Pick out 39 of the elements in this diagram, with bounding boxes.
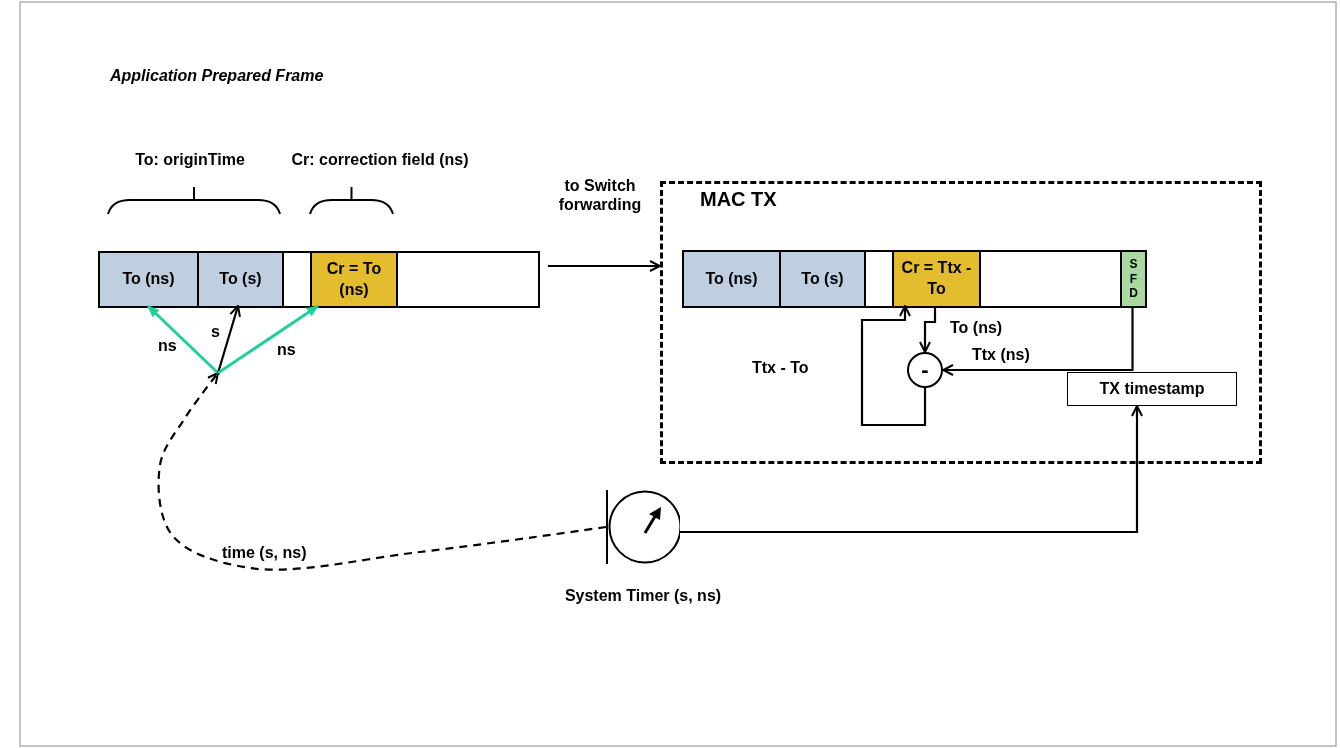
block-title: MAC TX — [700, 187, 777, 212]
frame-bar — [682, 250, 1147, 308]
field-cell — [100, 253, 197, 306]
arrow — [860, 305, 927, 427]
arrow — [680, 405, 1143, 534]
field-cell — [197, 253, 282, 306]
field-cell — [779, 252, 864, 306]
box-label: TX timestamp — [1098, 378, 1206, 399]
arrow — [548, 260, 661, 272]
arrow — [216, 305, 241, 374]
field-group-label: Cr: correction field (ns) — [291, 150, 469, 170]
field-cell — [310, 253, 396, 306]
operator-label: - — [921, 359, 929, 381]
arrow — [942, 306, 1134, 376]
field-label: To (ns) — [121, 269, 176, 290]
field-cell — [684, 252, 779, 306]
frame-bar — [98, 251, 540, 308]
timer-dial — [606, 490, 680, 564]
field-cell — [892, 252, 979, 306]
field-label: To (s) — [218, 269, 263, 290]
field-group-label: To: originTime — [135, 150, 245, 170]
arrow — [217, 304, 319, 375]
edge-label: Ttx (ns) — [972, 345, 1030, 365]
node-caption: System Timer (s, ns) — [564, 586, 722, 606]
process-box — [1067, 372, 1237, 406]
diagram-title: Application Prepared Frame — [110, 66, 324, 86]
subtractor-circle — [907, 352, 943, 388]
arrow — [919, 306, 937, 353]
field-label: SFD — [1128, 257, 1139, 301]
field-cell — [1120, 252, 1145, 306]
field-label: Cr = Ttx - To — [900, 258, 973, 299]
arrow — [157, 372, 607, 571]
edge-label: time (s, ns) — [222, 543, 307, 563]
arrow — [146, 304, 220, 375]
mac-block — [660, 181, 1262, 464]
field-label: To (ns) — [704, 268, 759, 289]
edge-label: To (ns) — [950, 318, 1003, 338]
field-label: To (s) — [800, 268, 845, 289]
field-label: Cr = To (ns) — [325, 258, 383, 300]
